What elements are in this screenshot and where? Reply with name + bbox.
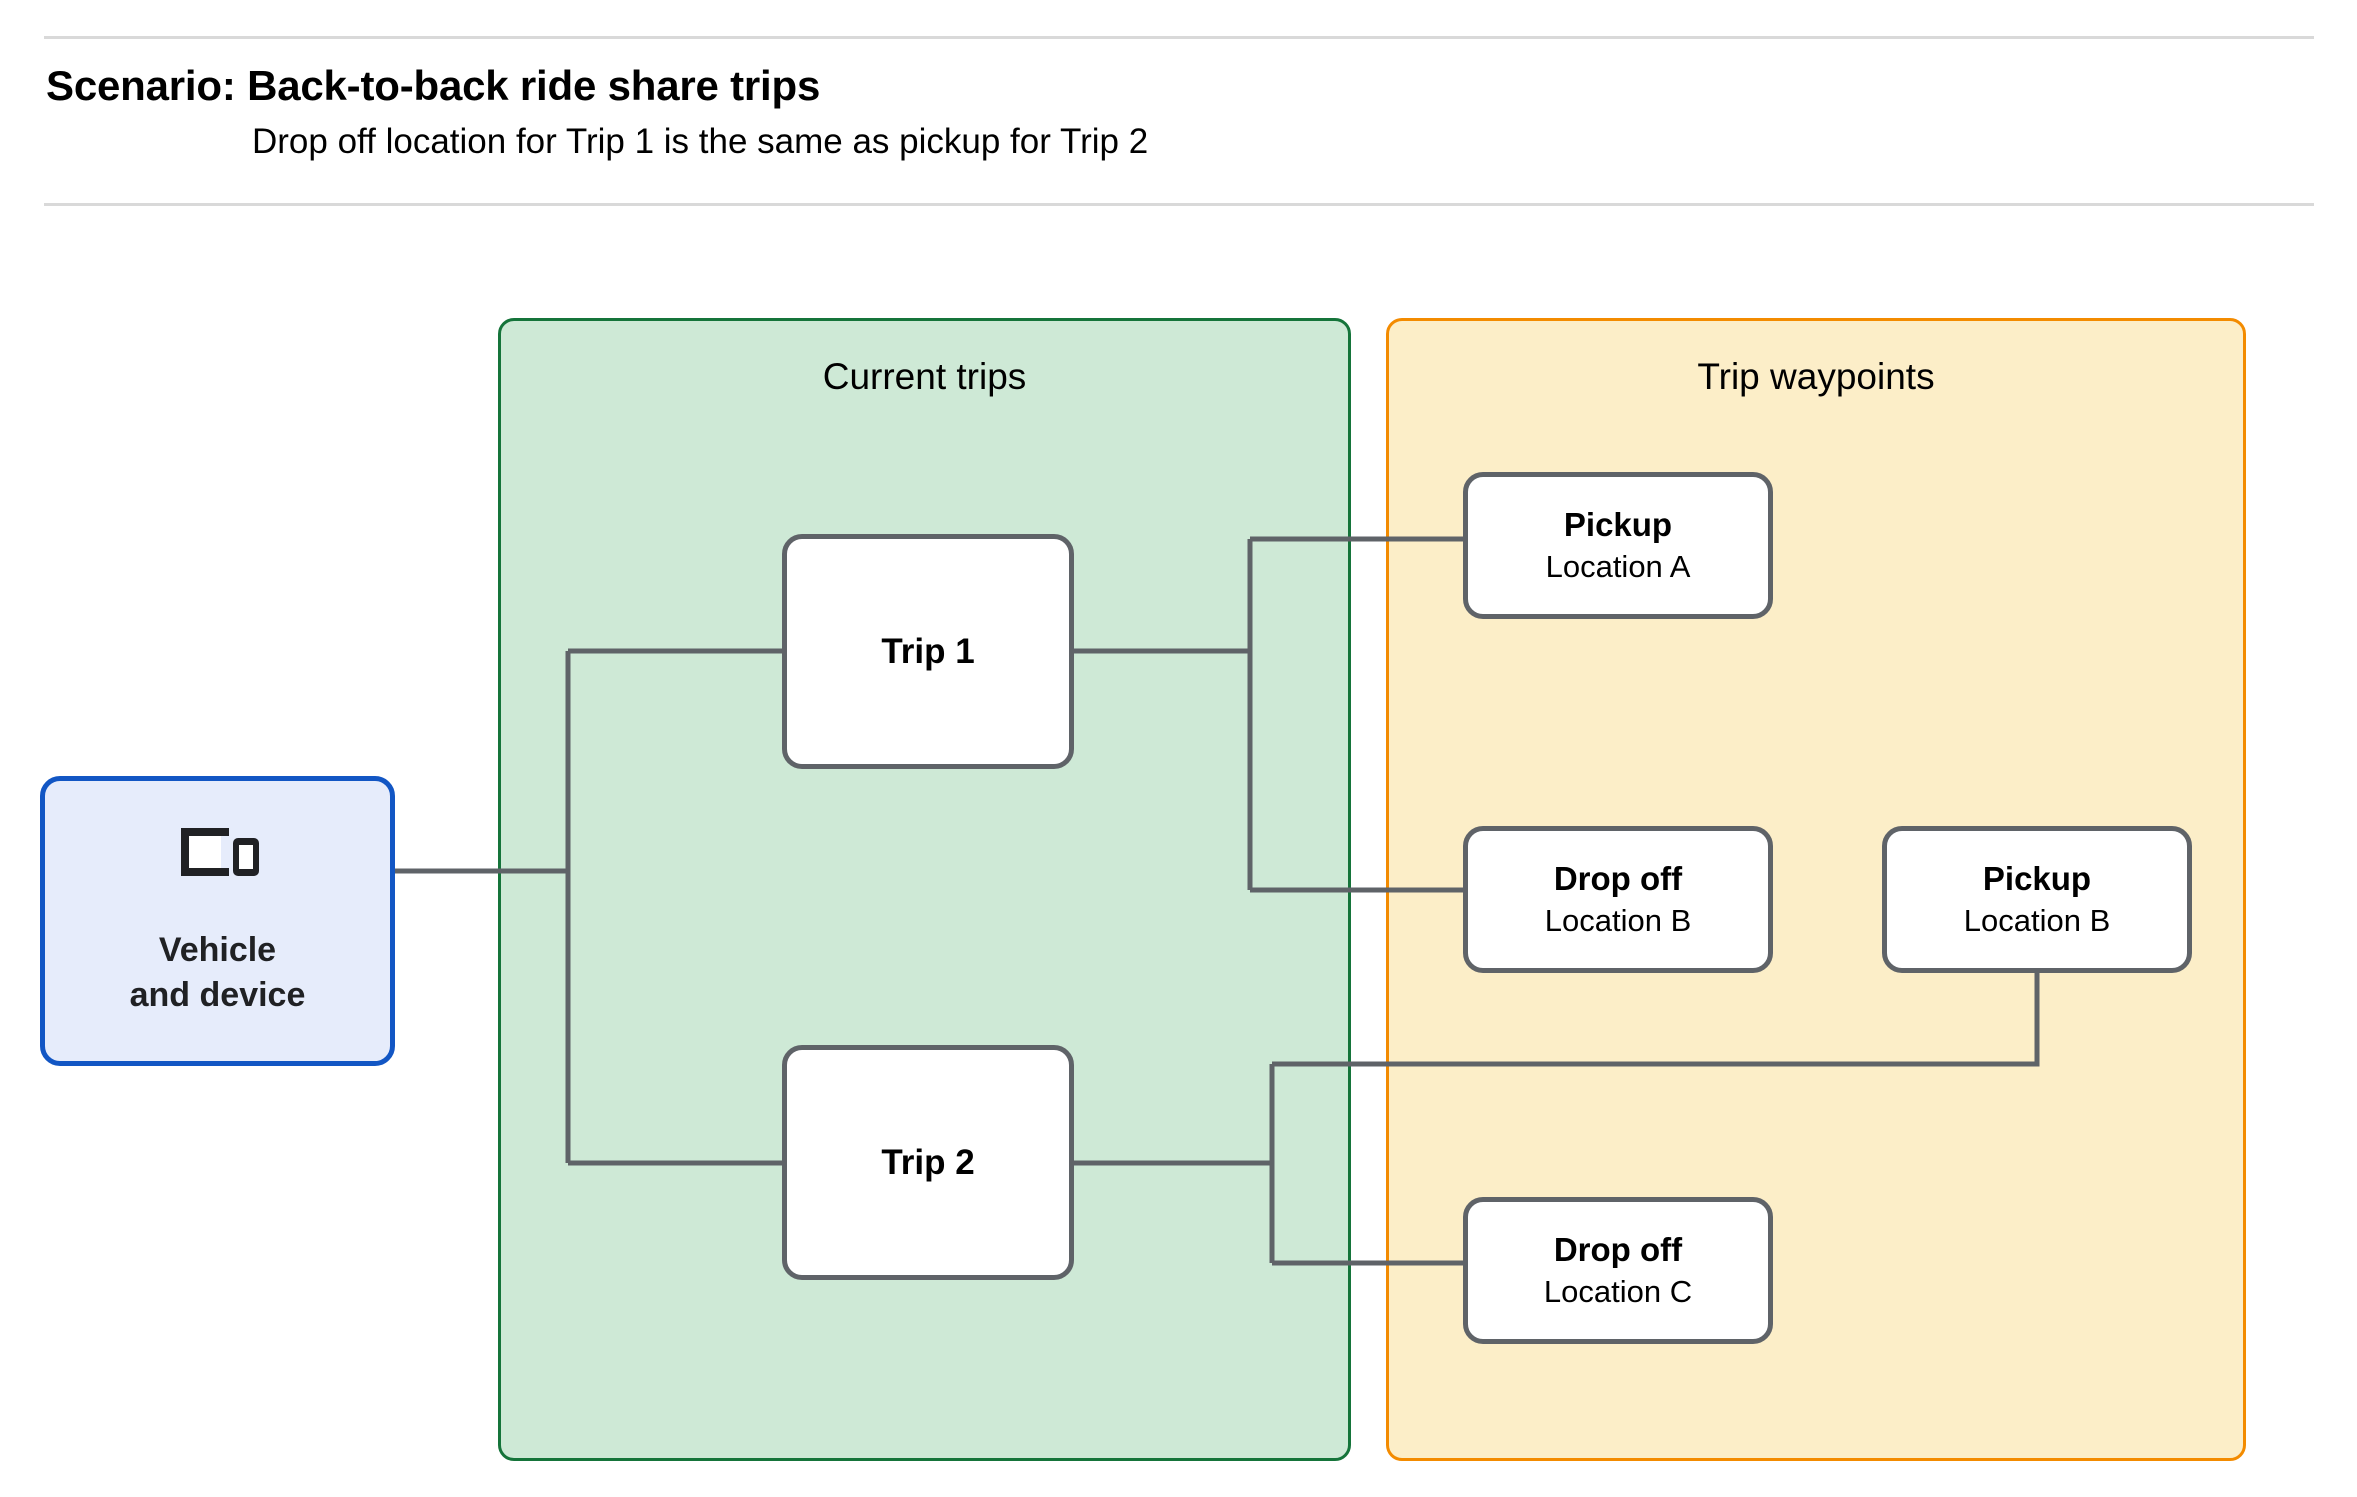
waypoint-dropoff-b-title: Drop off <box>1553 859 1683 897</box>
header-divider-bottom <box>44 203 2314 206</box>
waypoint-dropoff-b-subtitle: Location B <box>1544 902 1692 938</box>
waypoint-dropoff-b-node[interactable]: Drop off Location B <box>1463 826 1773 973</box>
waypoint-pickup-b-node[interactable]: Pickup Location B <box>1882 826 2192 973</box>
vehicle-and-device-label: Vehicle and device <box>129 931 306 1014</box>
waypoint-pickup-a-title: Pickup <box>1563 505 1673 543</box>
trip-2-label: Trip 2 <box>881 1142 975 1182</box>
page-title: Scenario: Back-to-back ride share trips <box>46 62 821 109</box>
waypoint-dropoff-c-subtitle: Location C <box>1543 1273 1693 1309</box>
waypoint-dropoff-c-node[interactable]: Drop off Location C <box>1463 1197 1773 1344</box>
waypoint-dropoff-c-title: Drop off <box>1553 1230 1683 1268</box>
trip-1-node[interactable]: Trip 1 <box>782 534 1074 769</box>
group-current-trips-title: Current trips <box>822 356 1027 397</box>
devices-icon <box>180 828 259 877</box>
header-divider-top <box>44 36 2314 39</box>
vehicle-and-device-node[interactable]: Vehicle and device <box>40 776 395 1066</box>
page-subtitle: Drop off location for Trip 1 is the same… <box>252 122 1149 161</box>
trip-1-label: Trip 1 <box>881 631 975 671</box>
waypoint-pickup-b-subtitle: Location B <box>1963 902 2111 938</box>
group-trip-waypoints-title: Trip waypoints <box>1697 356 1935 397</box>
waypoint-pickup-a-subtitle: Location A <box>1545 548 1691 584</box>
waypoint-pickup-a-node[interactable]: Pickup Location A <box>1463 472 1773 619</box>
trip-2-node[interactable]: Trip 2 <box>782 1045 1074 1280</box>
waypoint-pickup-b-title: Pickup <box>1982 859 2092 897</box>
group-current-trips: Current trips <box>498 318 1351 1461</box>
